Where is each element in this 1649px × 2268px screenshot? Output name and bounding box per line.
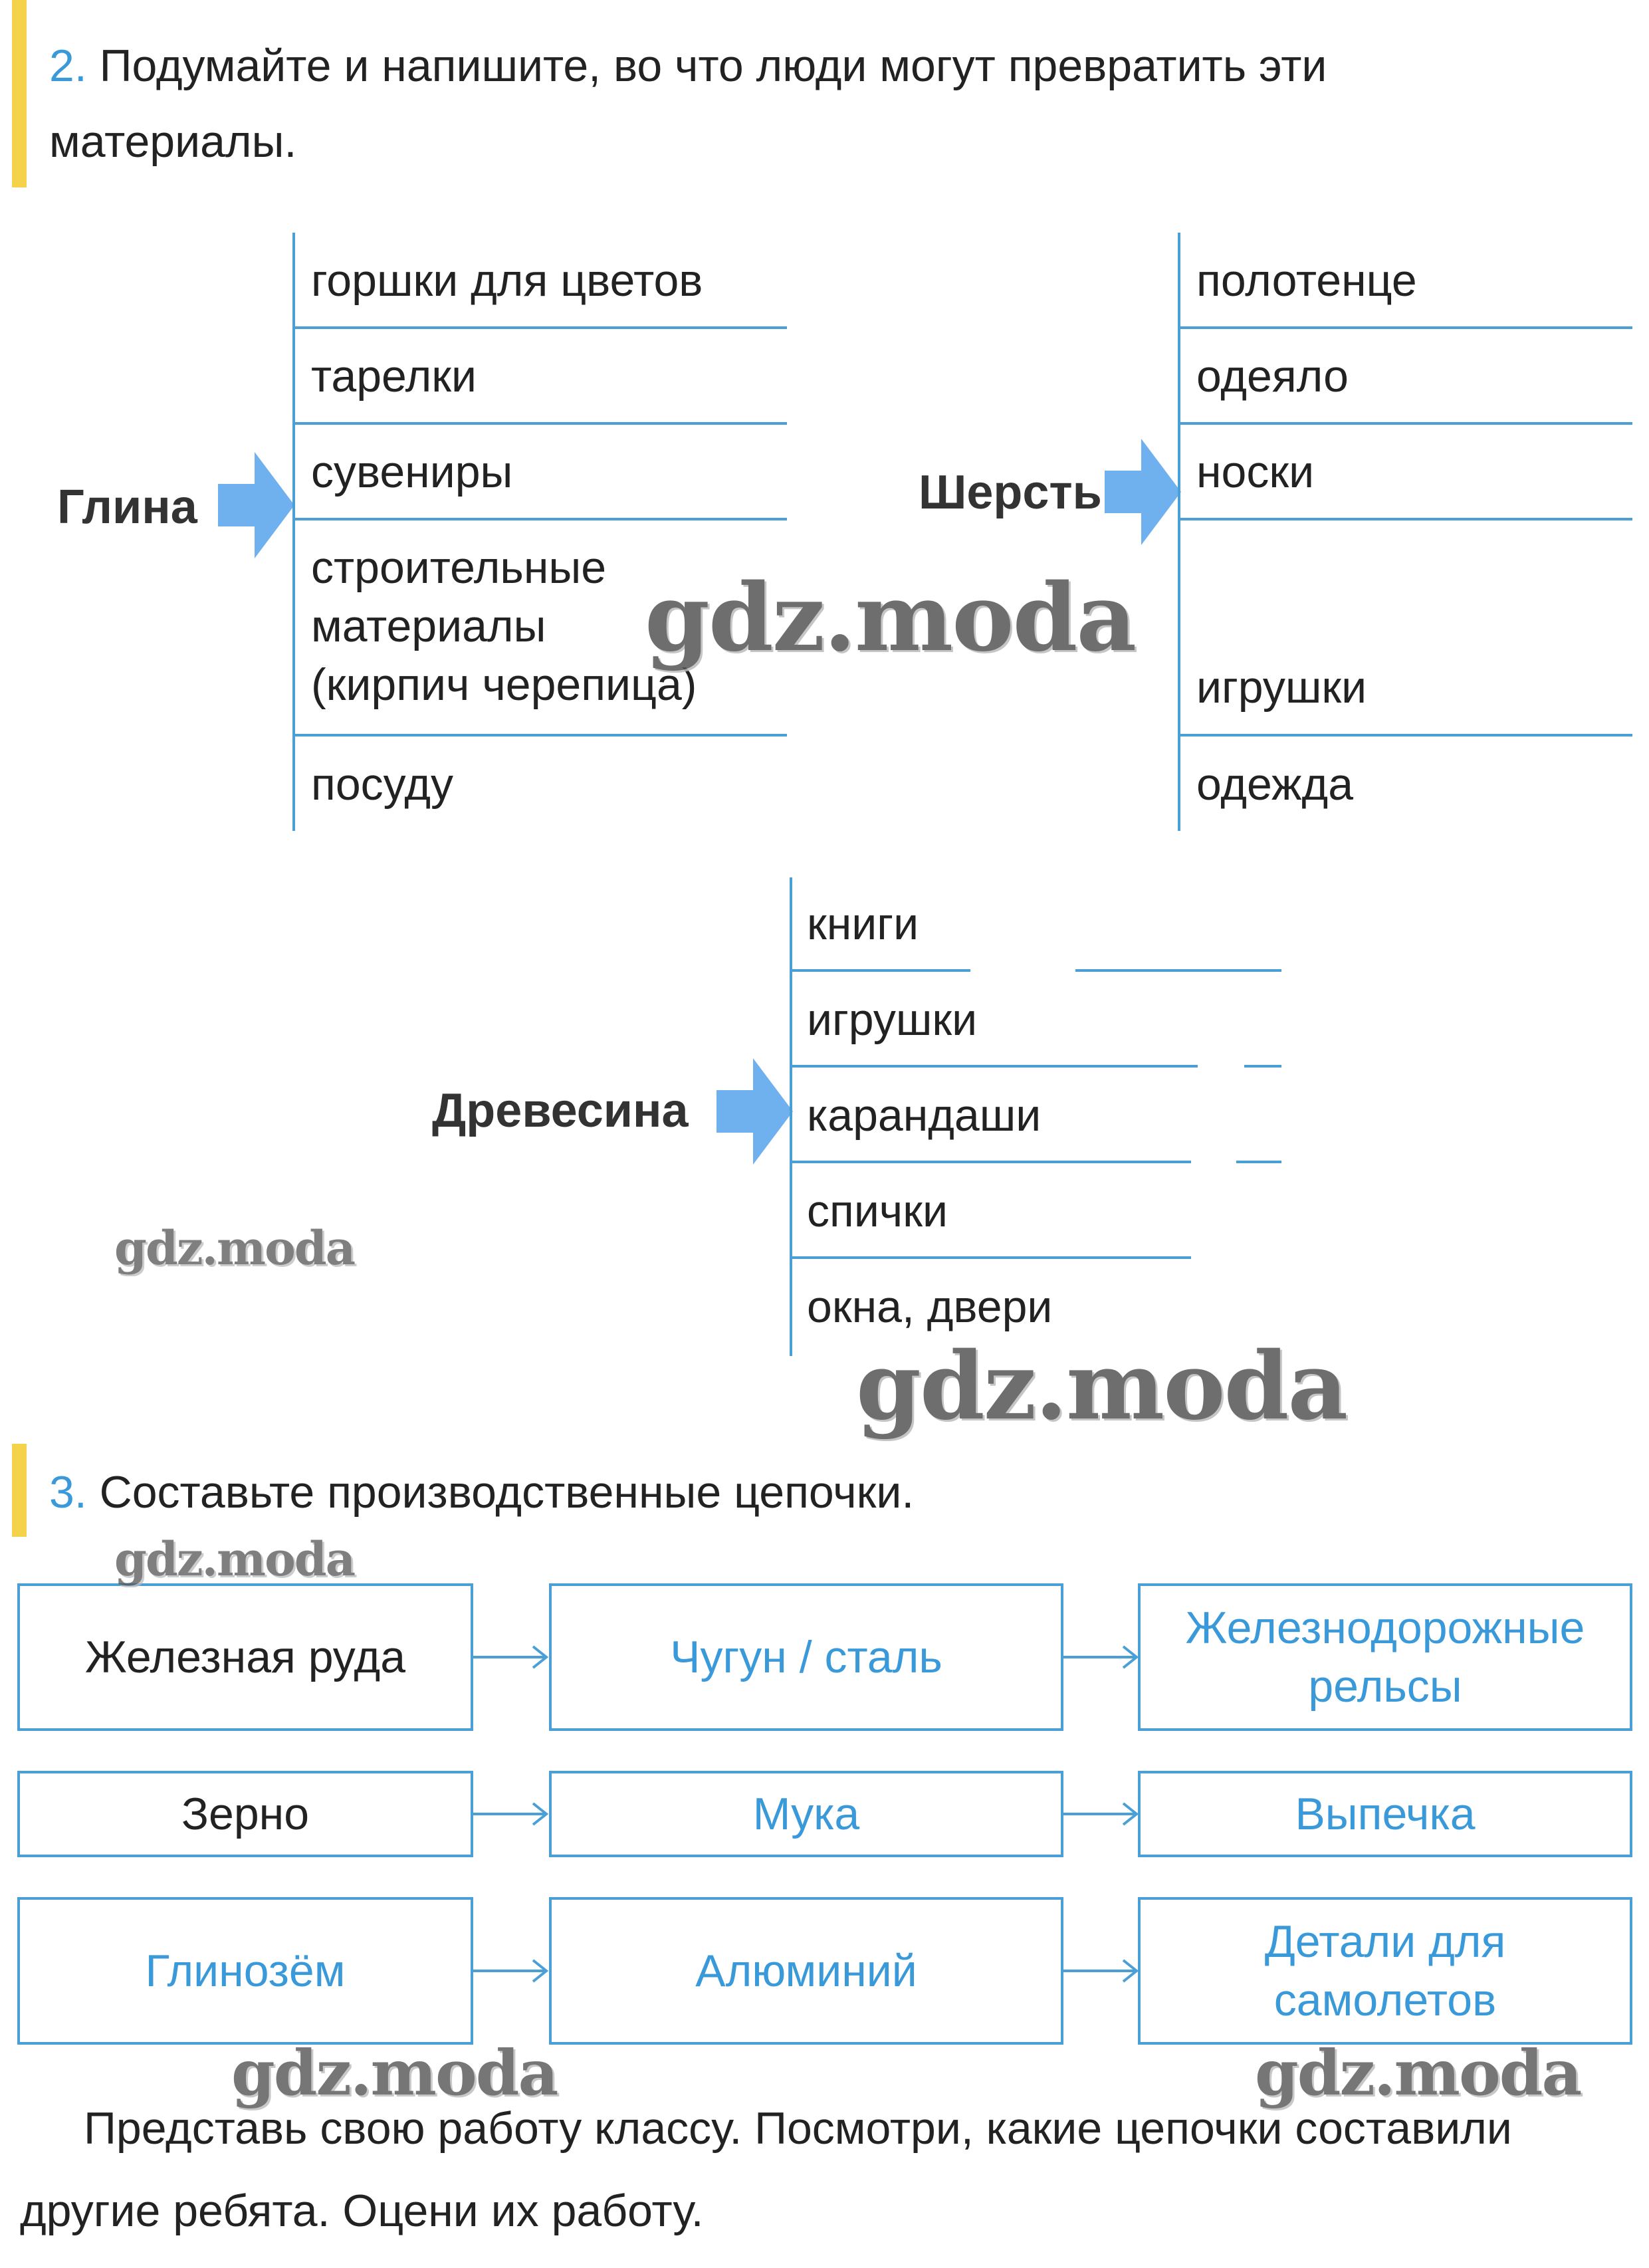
chain-box: Выпечка <box>1138 1771 1632 1857</box>
wool-item: игрушки <box>1196 662 1367 713</box>
chain-box: Железнодорожные рельсы <box>1138 1583 1632 1731</box>
clay-item: горшки для цветов <box>311 255 703 306</box>
clay-item: материалы <box>311 601 546 651</box>
wool-underline <box>1180 518 1632 520</box>
wood-underline <box>792 1065 1198 1068</box>
chain-box: Зерно <box>17 1771 473 1857</box>
task3-accent-bar <box>12 1444 27 1537</box>
wood-underline <box>792 1256 1191 1259</box>
bottom-instruction: Представь свою работу классу. Посмотри, … <box>20 2103 1512 2236</box>
chain-arrow-icon <box>473 1959 549 1983</box>
task2-accent-bar <box>12 0 27 187</box>
wood-underline <box>1244 1065 1281 1068</box>
wood-arrow-icon <box>716 1058 793 1165</box>
watermark: gdz.moda <box>114 1531 356 1587</box>
wood-item: игрушки <box>807 994 978 1045</box>
wood-item: карандаши <box>807 1090 1042 1141</box>
task2-number: 2. <box>49 41 87 91</box>
chain-arrow-icon <box>1063 1645 1139 1669</box>
chain-box: Железная руда <box>17 1583 473 1731</box>
wool-label: Шерсть <box>919 466 1102 519</box>
wood-underline <box>1236 1161 1281 1163</box>
clay-item: строительные <box>311 542 607 593</box>
task2-heading: 2. Подумайте и напишите, во что люди мог… <box>49 28 1538 179</box>
chain-box: Мука <box>549 1771 1063 1857</box>
wood-item: книги <box>807 899 919 949</box>
task3-number: 3. <box>49 1467 87 1518</box>
clay-vertical-line <box>292 233 295 831</box>
clay-item: тарелки <box>311 351 477 401</box>
wool-underline <box>1180 422 1632 425</box>
chain-box: Чугун / сталь <box>549 1583 1063 1731</box>
clay-underline <box>295 734 787 737</box>
wool-item: одеяло <box>1196 351 1349 401</box>
chain-box: Алюминий <box>549 1897 1063 2045</box>
wool-underline <box>1180 326 1632 329</box>
task3-text: Составьте производственные цепочки. <box>99 1467 915 1518</box>
chain-box: Глинозём <box>17 1897 473 2045</box>
wool-underline <box>1180 734 1632 737</box>
chain-box: Детали для самолетов <box>1138 1897 1632 2045</box>
task3-heading: 3. Составьте производственные цепочки. <box>49 1454 1538 1530</box>
clay-item: посуду <box>311 759 454 810</box>
watermark: gdz.moda <box>114 1220 356 1276</box>
wool-item: носки <box>1196 447 1315 497</box>
clay-label: Глина <box>57 481 197 534</box>
clay-underline <box>295 422 787 425</box>
wool-item: полотенце <box>1196 255 1417 306</box>
wood-underline <box>1075 969 1281 972</box>
wood-vertical-line <box>790 877 792 1356</box>
clay-item: сувениры <box>311 447 513 497</box>
chain-arrow-icon <box>473 1645 549 1669</box>
clay-arrow-icon <box>218 452 294 558</box>
watermark: gdz.moda <box>1255 2037 1582 2110</box>
clay-underline <box>295 518 787 520</box>
chain-arrow-icon <box>1063 1959 1139 1983</box>
wool-vertical-line <box>1178 233 1180 831</box>
clay-item: (кирпич черепица) <box>311 659 697 710</box>
wood-underline <box>792 969 970 972</box>
watermark: gdz.moda <box>231 2037 558 2110</box>
wood-underline <box>792 1161 1191 1163</box>
chain-arrow-icon <box>1063 1802 1139 1826</box>
clay-underline <box>295 326 787 329</box>
watermark: gdz.moda <box>645 564 1137 673</box>
wood-label: Древесина <box>432 1084 689 1137</box>
chain-arrow-icon <box>473 1802 549 1826</box>
watermark: gdz.moda <box>856 1332 1348 1441</box>
wood-item: окна, двери <box>807 1282 1053 1332</box>
wool-item: одежда <box>1196 759 1354 810</box>
task2-text: Подумайте и напишите, во что люди могут … <box>49 41 1327 167</box>
wool-arrow-icon <box>1105 439 1181 545</box>
wood-item: спички <box>807 1186 948 1236</box>
